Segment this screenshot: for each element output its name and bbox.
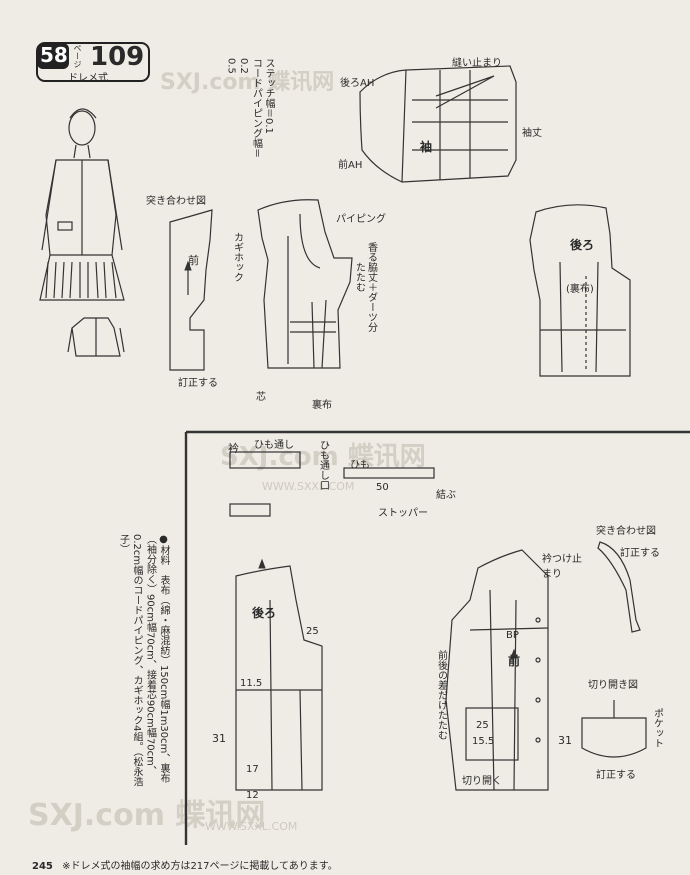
piping-label: パイピング bbox=[336, 214, 386, 225]
sleeve-top bbox=[359, 65, 517, 183]
footer-note: ※ドレメ式の袖幅の求め方は217ページに掲載してあります。 bbox=[62, 861, 338, 872]
watermark-mid: SXJ.com 蝶讯网 bbox=[220, 442, 426, 472]
cut-open-label: 切り開く bbox=[462, 776, 502, 787]
tie-length: 50 bbox=[376, 482, 389, 493]
page-number: 58 bbox=[40, 43, 68, 67]
front-label-bottom: 前 bbox=[508, 654, 521, 668]
correct-label-pocket: 訂正する bbox=[596, 770, 636, 781]
bp-label: BP bbox=[506, 630, 519, 641]
stopper-label: ストッパー bbox=[378, 508, 428, 519]
back-view-illustration bbox=[67, 317, 125, 357]
watermark-bottom: SXJ.com 蝶讯网 bbox=[28, 798, 266, 833]
lining-label: (裏布) bbox=[566, 284, 594, 295]
watermark-top: SXJ.com 蝶讯网 bbox=[160, 70, 335, 95]
butt-joint-label: 突き合わせ図 bbox=[146, 196, 206, 207]
measure-25-right: 25 bbox=[476, 720, 489, 731]
footer-page-number: 245 bbox=[32, 861, 53, 872]
tie-strip bbox=[343, 467, 435, 479]
front-dart-label: 前後の差だけたたむ bbox=[435, 650, 447, 740]
pleat-label: 香る脇丈＋ダーツ分 bbox=[365, 242, 377, 332]
measure-31-left: 31 bbox=[212, 732, 226, 745]
back-ah-label: 後ろAH bbox=[340, 78, 375, 89]
butt-joint-figure bbox=[169, 209, 213, 371]
front-label-top: 前 bbox=[188, 254, 199, 267]
page-unit: ページ bbox=[73, 44, 82, 68]
front-bodice-bottom bbox=[445, 549, 549, 791]
front-ah-label: 前AH bbox=[338, 160, 363, 171]
hook-label: カギホック bbox=[231, 232, 243, 282]
back-bodice-bottom bbox=[235, 565, 323, 791]
measure-115-left: 11.5 bbox=[240, 678, 263, 689]
measure-31-right: 31 bbox=[558, 734, 572, 747]
back-bodice-top bbox=[529, 204, 631, 377]
style-label: ドレメ式 bbox=[68, 73, 108, 84]
page-badge: 58 ページ 109 ドレメ式 bbox=[36, 42, 150, 84]
measure-17-left: 17 bbox=[246, 764, 259, 775]
tie-label: ひも bbox=[350, 460, 370, 471]
interfacing-label: 芯 bbox=[256, 392, 266, 403]
measure-12-left: 12 bbox=[246, 790, 259, 801]
back-label-top: 後ろ bbox=[570, 238, 595, 252]
tie-pass-opening-label: ひも通し口 bbox=[317, 440, 329, 490]
butt-joint-label-bottom: 突き合わせ図 bbox=[596, 526, 656, 537]
collar-label: 衿 bbox=[228, 442, 239, 455]
measure-25-left: 25 bbox=[306, 626, 319, 637]
sleeve-stop-label: 縫い止まり bbox=[452, 58, 502, 69]
cut-figure-label: 切り開き図 bbox=[588, 680, 638, 691]
lining-label-2: 裏布 bbox=[312, 400, 332, 411]
watermark-url-2: WWW.SXXL.COM bbox=[205, 820, 298, 833]
watermark-url: WWW.SXXL.COM bbox=[262, 480, 355, 493]
front-bodice-top bbox=[257, 199, 353, 369]
sleeve-label: 袖 bbox=[420, 140, 433, 154]
pocket-label: ポケット bbox=[651, 708, 663, 748]
model-illustration bbox=[39, 108, 125, 301]
materials-text: ●材料 表布（綿・麻混紡）150cm幅1m30cm、裏布（袖分除く）90cm幅7… bbox=[117, 534, 170, 787]
tie-pass-label: ひも通し bbox=[254, 440, 294, 451]
correct-label-bottom: 訂正する bbox=[620, 548, 660, 559]
back-label-bottom: 後ろ bbox=[252, 606, 277, 620]
collar-stop-label: 衿つけ止まり bbox=[542, 554, 582, 580]
correct-label-top: 訂正する bbox=[178, 378, 218, 389]
pocket-cut-open bbox=[581, 717, 647, 758]
footer: 245 ※ドレメ式の袖幅の求め方は217ページに掲載してあります。 bbox=[32, 857, 338, 872]
measure-155-right: 15.5 bbox=[472, 736, 495, 747]
sleeve-stitch-note: ステッチ幅＝0.1 コードパイピング幅＝0.2 0.5 bbox=[225, 58, 275, 158]
design-number: 109 bbox=[90, 42, 145, 72]
sleeve-length-label: 袖丈 bbox=[522, 128, 542, 139]
fold-label: たたむ bbox=[353, 262, 365, 292]
knot-label: 結ぶ bbox=[436, 490, 456, 501]
